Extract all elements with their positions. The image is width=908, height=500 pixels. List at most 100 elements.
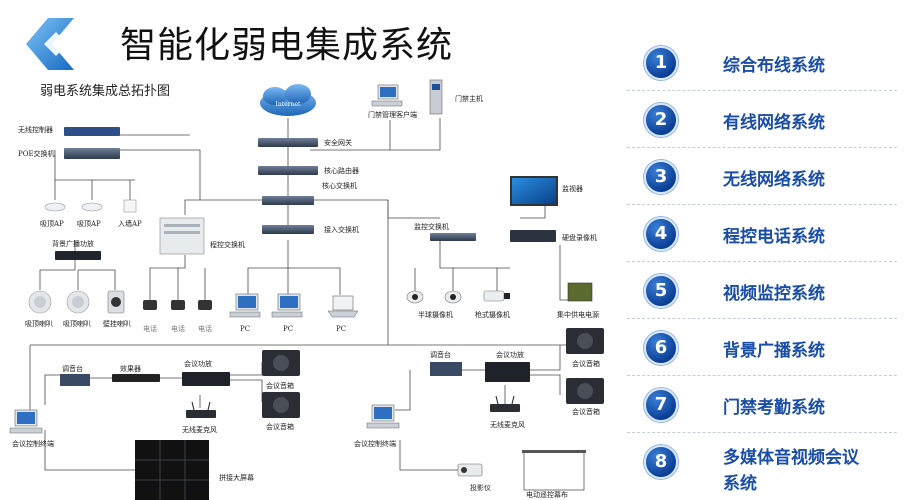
video-wall-icon xyxy=(135,440,209,500)
number-badge: 7 xyxy=(644,388,678,422)
speaker-box-right-label-2: 会议音箱 xyxy=(572,407,600,416)
ap-wall-icon xyxy=(123,199,137,213)
ap-ceiling-icon xyxy=(81,202,103,212)
access-host-label: 门禁主机 xyxy=(455,94,483,103)
system-item: 1 综合布线系统 xyxy=(627,34,908,91)
system-item: 5 视频监控系统 xyxy=(627,262,908,319)
divider xyxy=(627,261,897,262)
system-label: 视频监控系统 xyxy=(723,284,825,304)
monitor-switch-icon xyxy=(430,233,476,241)
bg-amplifier-label: 背景广播功放 xyxy=(52,239,94,248)
system-label: 背景广播系统 xyxy=(723,341,825,361)
laptop-icon xyxy=(327,295,359,318)
wireless-controller-icon xyxy=(64,127,120,136)
divider xyxy=(627,90,897,91)
speaker-box-left-label-2: 会议音箱 xyxy=(266,422,294,431)
mixer-icon xyxy=(60,374,90,386)
ap-ceiling-label-2: 吸顶AP xyxy=(77,220,101,228)
system-label: 多媒体音视频会议系统 xyxy=(723,448,859,494)
system-label: 无线网络系统 xyxy=(723,170,825,190)
topology-diagram: Internet 安全网关 核心路由器 核心交换机 接入交换机 门禁管理客户端 … xyxy=(9,79,604,500)
projector-icon xyxy=(457,463,483,477)
monitor-switch-label: 监控交换机 xyxy=(414,222,449,231)
wireless-mic-icon xyxy=(490,395,520,412)
system-item: 8 多媒体音视频会议系统 xyxy=(627,433,908,500)
system-list: 1 综合布线系统 2 有线网络系统 3 无线网络系统 4 程控电话系统 5 视频… xyxy=(627,34,908,500)
mixer-left-label: 调音台 xyxy=(62,364,83,373)
power-supply-label: 集中供电电源 xyxy=(557,310,599,319)
control-terminal-icon xyxy=(366,404,400,429)
system-item: 4 程控电话系统 xyxy=(627,205,908,262)
poe-switch-icon xyxy=(64,148,120,159)
pc-icon xyxy=(229,293,261,318)
access-switch-label: 接入交换机 xyxy=(324,225,359,234)
bullet-camera-label: 枪式摄像机 xyxy=(475,310,510,319)
system-label: 综合布线系统 xyxy=(723,56,825,76)
ap-wall-label: 入墙AP xyxy=(118,219,142,228)
phone-label-2: 电话 xyxy=(171,324,185,333)
video-wall-label: 拼接大屏幕 xyxy=(219,473,254,482)
phone-label-3: 电话 xyxy=(198,324,212,333)
access-host-icon xyxy=(429,79,443,115)
divider xyxy=(627,432,897,433)
core-switch-icon xyxy=(262,196,314,205)
pc-label-1: PC xyxy=(240,325,250,333)
internet-label: Internet xyxy=(276,101,301,108)
number-badge: 1 xyxy=(644,46,678,80)
control-terminal-icon xyxy=(9,409,43,434)
access-client-label: 门禁管理客户端 xyxy=(368,110,417,119)
divider xyxy=(627,375,897,376)
access-client-pc-icon xyxy=(371,84,403,107)
speaker-wall-label: 壁挂喇叭 xyxy=(103,319,131,328)
ctrl-left-label: 会议控制终端 xyxy=(12,439,54,448)
amp-left-label: 会议功放 xyxy=(184,359,212,368)
effects-icon xyxy=(112,374,160,382)
mixer-right-label: 调音台 xyxy=(430,350,451,359)
wireless-controller-label: 无线控制器 xyxy=(18,125,53,134)
screen-label: 电动遥控幕布 xyxy=(526,490,568,499)
pbx-label: 程控交换机 xyxy=(210,240,245,249)
wall-speaker-icon xyxy=(107,290,125,314)
pc-label-3: PC xyxy=(336,325,346,333)
poe-switch-label: POE交换机 xyxy=(18,149,55,158)
pc-icon xyxy=(271,293,303,318)
dome-camera-label: 半球摄像机 xyxy=(418,310,453,319)
page-title: 智能化弱电集成系统 xyxy=(120,25,454,66)
dome-camera-icon xyxy=(444,290,462,304)
effects-label: 效果器 xyxy=(120,364,141,373)
system-item: 6 背景广播系统 xyxy=(627,319,908,376)
conference-speaker-icon xyxy=(262,350,300,376)
logo-icon xyxy=(26,18,74,70)
bg-amplifier-icon xyxy=(55,251,101,260)
internet-cloud-icon xyxy=(260,84,316,116)
access-switch-icon xyxy=(262,225,314,234)
pbx-icon xyxy=(159,217,205,255)
wireless-mic-icon xyxy=(186,401,216,418)
conference-speaker-icon xyxy=(566,328,604,354)
amp-right-label: 会议功放 xyxy=(496,350,524,359)
system-item: 7 门禁考勤系统 xyxy=(627,376,908,433)
conference-speaker-icon xyxy=(566,378,604,404)
number-badge: 2 xyxy=(644,103,678,137)
projector-label: 投影仪 xyxy=(470,483,491,492)
number-badge: 8 xyxy=(644,445,678,479)
ap-ceiling-label-1: 吸顶AP xyxy=(40,220,64,228)
nvr-icon xyxy=(510,230,556,242)
system-item: 3 无线网络系统 xyxy=(627,148,908,205)
number-badge: 4 xyxy=(644,217,678,251)
speaker-box-left-label-1: 会议音箱 xyxy=(266,381,294,390)
speaker-box-right-label-1: 会议音箱 xyxy=(572,359,600,368)
phone-icon xyxy=(171,300,185,310)
security-gateway-label: 安全网关 xyxy=(324,138,352,147)
system-label: 有线网络系统 xyxy=(723,113,825,133)
dome-camera-icon xyxy=(406,290,424,304)
projection-screen-icon xyxy=(522,450,586,491)
ctrl-right-label: 会议控制终端 xyxy=(354,439,396,448)
phone-label-1: 电话 xyxy=(143,324,157,333)
speaker-ceiling-label-1: 吸顶喇叭 xyxy=(25,319,53,328)
pc-label-2: PC xyxy=(283,325,293,333)
monitor-label: 监视器 xyxy=(562,184,583,193)
divider xyxy=(627,204,897,205)
number-badge: 5 xyxy=(644,274,678,308)
system-label: 门禁考勤系统 xyxy=(723,398,825,418)
